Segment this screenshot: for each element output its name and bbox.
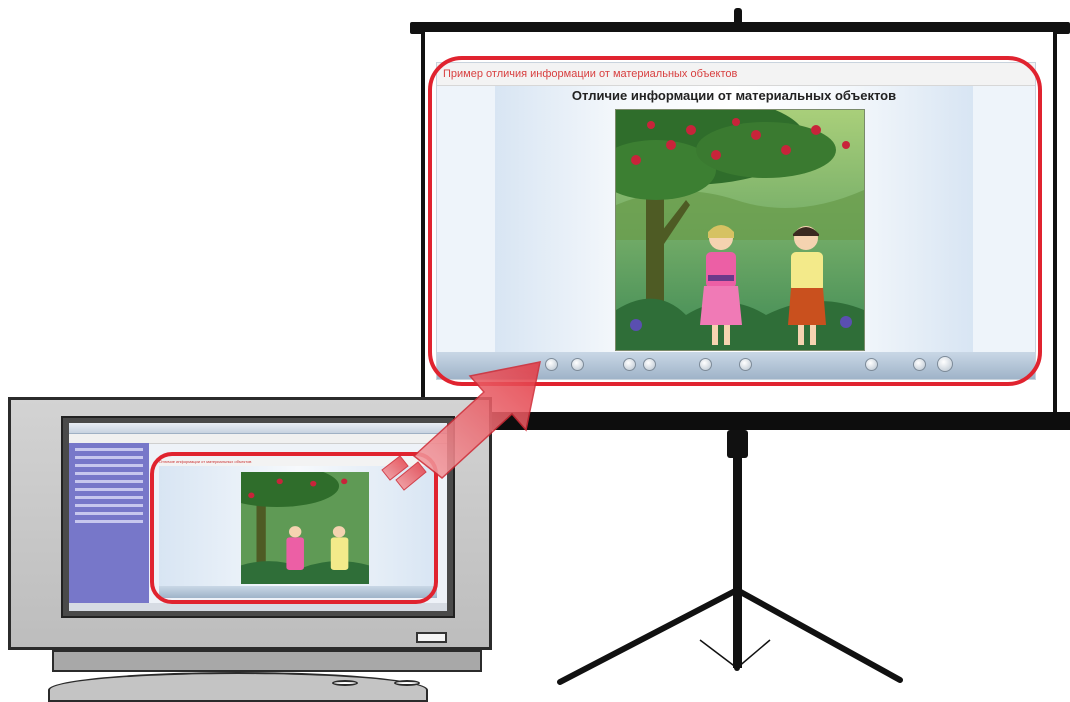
projection-arrow-icon (0, 0, 1070, 702)
projection-illustration: Пример отличия информации от материальны… (0, 0, 1070, 702)
